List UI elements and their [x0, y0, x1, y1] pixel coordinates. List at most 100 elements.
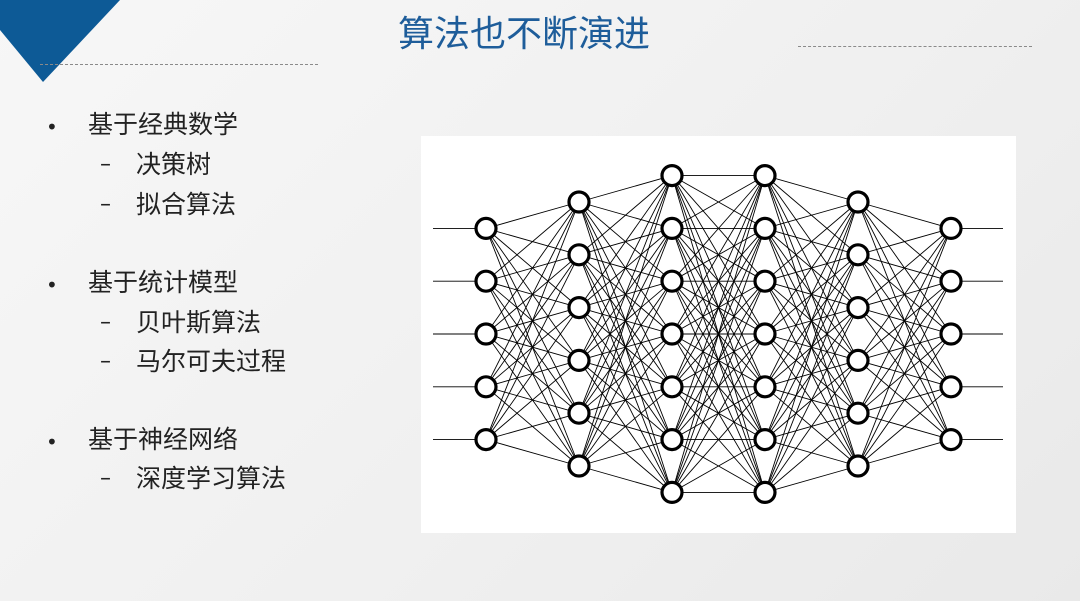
- subitem-decision-tree: 决策树: [136, 150, 212, 179]
- bullet-marker: •: [46, 430, 58, 454]
- connection-edge: [578, 175, 673, 308]
- connection-edge: [485, 412, 580, 441]
- neuron-node-layer-1: [474, 322, 498, 346]
- connection-edge: [485, 439, 580, 467]
- connection-edge: [857, 439, 952, 467]
- connection-edge: [764, 201, 859, 388]
- connection-edge: [764, 201, 859, 493]
- neuron-node-layer-3: [660, 428, 684, 452]
- connection-edge: [671, 439, 766, 493]
- neural-network-diagram: [421, 136, 1016, 533]
- neuron-node-layer-5: [846, 401, 870, 425]
- connection-edge: [671, 175, 766, 229]
- neuron-node-layer-2: [567, 190, 591, 214]
- neuron-node-layer-3: [660, 216, 684, 241]
- neuron-node-layer-6: [939, 216, 963, 241]
- corner-accent: [0, 0, 120, 82]
- connection-edge: [857, 228, 952, 361]
- neuron-node-layer-3: [660, 269, 684, 293]
- connection-edge: [857, 386, 952, 467]
- connection-edge: [857, 201, 952, 229]
- connection-edge: [578, 439, 673, 467]
- connection-edge: [578, 175, 673, 256]
- connection-edge: [671, 175, 766, 493]
- connection-edge: [485, 307, 580, 440]
- connection-edge: [857, 333, 952, 467]
- connection-edge: [764, 412, 859, 493]
- slide-title: 算法也不断演进: [398, 14, 651, 55]
- neuron-node-layer-6: [939, 375, 963, 399]
- connection-edge: [485, 201, 580, 388]
- connection-edge: [578, 280, 673, 467]
- neuron-node-layer-1: [474, 428, 498, 452]
- neuron-node-layer-4: [753, 163, 777, 188]
- neuron-node-layer-5: [846, 454, 870, 478]
- neuron-node-layer-3: [660, 322, 684, 346]
- connection-edge: [485, 254, 580, 440]
- neuron-node-layer-2: [567, 296, 591, 320]
- connection-edge: [764, 201, 859, 335]
- neuron-node-layer-3: [660, 480, 684, 504]
- connection-edge: [671, 333, 766, 493]
- neuron-node-layer-1: [474, 216, 498, 241]
- dash-marker: –: [100, 310, 111, 335]
- neuron-node-layer-5: [846, 348, 870, 372]
- connection-edge: [485, 201, 580, 229]
- connection-edge: [671, 175, 766, 440]
- connection-edge: [578, 386, 673, 467]
- connection-edge: [764, 254, 859, 493]
- neuron-node-layer-2: [567, 401, 591, 425]
- neuron-node-layer-4: [753, 480, 777, 504]
- dash-marker: –: [100, 466, 111, 491]
- dash-marker: –: [100, 152, 111, 177]
- connection-edge: [671, 228, 766, 493]
- bullet-marker: •: [46, 115, 58, 139]
- bullet-item-statistical-model: 基于统计模型: [88, 268, 239, 297]
- bullet-item-neural-network: 基于神经网络: [88, 425, 239, 454]
- neuron-node-layer-4: [753, 269, 777, 293]
- neuron-node-layer-4: [753, 428, 777, 452]
- neuron-node-layer-2: [567, 348, 591, 372]
- subitem-fitting-algorithm: 拟合算法: [136, 190, 237, 219]
- neuron-node-layer-3: [660, 375, 684, 399]
- neuron-node-layer-6: [939, 322, 963, 346]
- neuron-node-layer-1: [474, 375, 498, 399]
- dash-marker: –: [100, 192, 111, 217]
- neuron-node-layer-2: [567, 243, 591, 267]
- connection-edge: [764, 201, 859, 440]
- neuron-node-layer-4: [753, 216, 777, 241]
- neuron-node-layer-5: [846, 296, 870, 320]
- connection-edge: [764, 465, 859, 493]
- connection-edge: [578, 465, 673, 493]
- neuron-node-layer-3: [660, 163, 684, 188]
- connection-edge: [671, 175, 766, 282]
- connection-edge: [764, 201, 859, 282]
- neuron-node-layer-6: [939, 428, 963, 452]
- bullet-marker: •: [46, 273, 58, 297]
- connection-edge: [485, 201, 580, 335]
- subitem-markov: 马尔可夫过程: [136, 347, 287, 376]
- neural-network-svg: [433, 163, 1003, 504]
- connection-edge: [578, 175, 673, 361]
- connection-edge: [671, 175, 766, 335]
- neuron-node-layer-5: [846, 243, 870, 267]
- neuron-node-layer-1: [474, 269, 498, 293]
- connection-edge: [671, 281, 766, 493]
- subitem-bayes: 贝叶斯算法: [136, 308, 262, 337]
- connection-edge: [857, 280, 952, 467]
- connection-edge: [857, 228, 952, 414]
- connection-edge: [578, 228, 673, 467]
- neuron-node-layer-2: [567, 454, 591, 478]
- neuron-node-layer-6: [939, 269, 963, 293]
- neuron-node-layer-5: [846, 190, 870, 214]
- dash-marker: –: [100, 349, 111, 374]
- title-divider-left: [40, 64, 318, 65]
- connection-edge: [857, 227, 952, 256]
- neuron-node-layer-4: [753, 322, 777, 346]
- connection-edge: [764, 360, 859, 493]
- connection-edge: [485, 201, 580, 440]
- connection-edge: [764, 175, 859, 203]
- title-divider-right: [798, 46, 1032, 47]
- connection-edge: [578, 175, 673, 467]
- connection-edge: [764, 307, 859, 493]
